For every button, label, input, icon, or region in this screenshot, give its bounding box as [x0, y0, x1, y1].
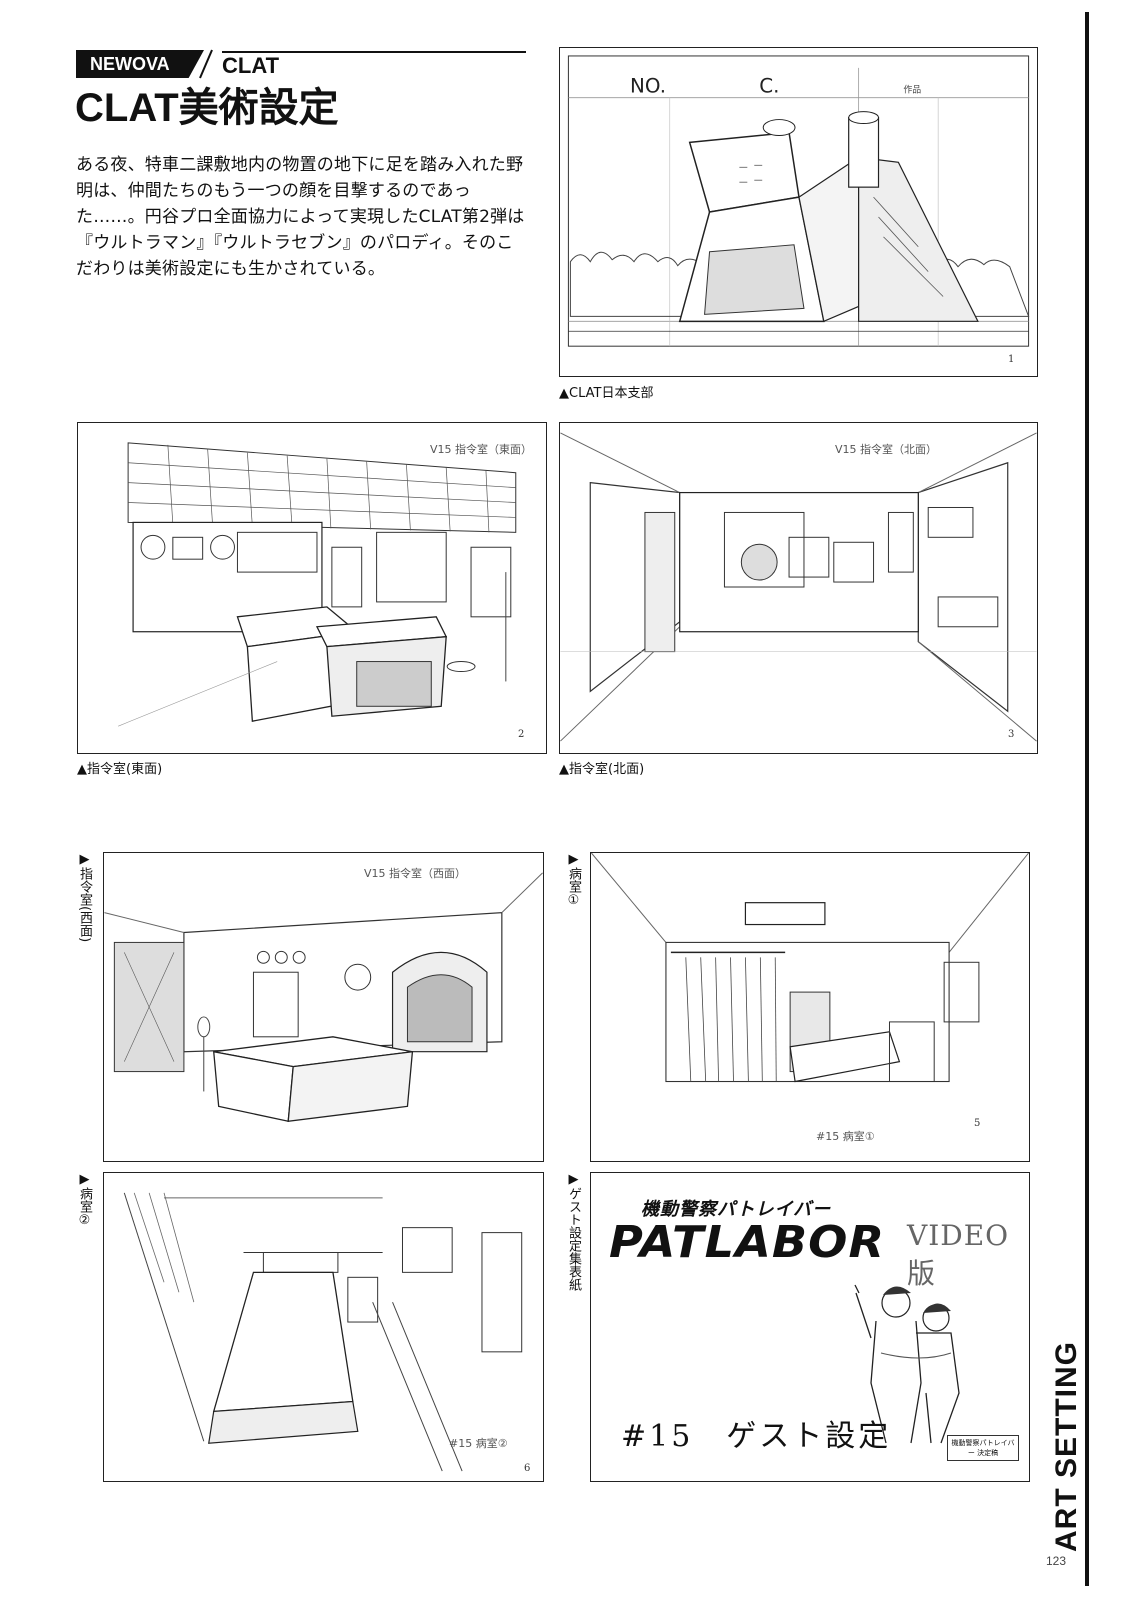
figure-command-east: V15 指令室（東面） 2 [77, 422, 547, 754]
series-subtag: CLAT [222, 53, 280, 78]
caption-clat-hq: ▲CLAT日本支部 [559, 386, 654, 401]
caption-command-west: ▶指令室(西面) [77, 852, 92, 943]
sickroom-2-sketch [123, 1192, 523, 1472]
intro-text: ある夜、特車二課敷地内の物置の地下に足を踏み入れた野明は、仲間たちのもう一つの顔… [76, 155, 525, 279]
page-title: CLAT美術設定 [75, 86, 339, 130]
caption-sickroom-1: ▶病室① [566, 852, 581, 908]
building-sketch: NO. C. 作品 [567, 55, 1030, 347]
figure-clat-hq: NO. C. 作品 1 [559, 47, 1038, 377]
sheet-no: NO. [630, 75, 666, 98]
sketch-note: #15 病室① [816, 1130, 875, 1143]
sketch-note: V15 指令室（東面） [430, 443, 533, 456]
page-number: 123 [1046, 1554, 1067, 1568]
caption-command-east: ▲指令室(東面) [77, 762, 163, 777]
cover-jp-title: 機動警察パトレイバー [641, 1199, 832, 1220]
sketch-note: #15 病室② [449, 1437, 508, 1450]
caption-sickroom-2: ▶病室② [77, 1172, 92, 1228]
figure-command-west: V15 指令室（西面） [103, 852, 544, 1162]
command-north-sketch [560, 432, 1037, 742]
figure-guest-cover: 機動警察パトレイバー PATLABOR VIDEO版 #15 ゲスト設定 機動警… [590, 1172, 1030, 1482]
cover-stamp: 機動警察パトレイバー 決定稿 [947, 1435, 1019, 1461]
figure-number: 1 [1008, 354, 1015, 365]
caption-command-north: ▲指令室(北面) [559, 762, 645, 777]
cover-characters-illustration [854, 1284, 960, 1444]
header-rule [222, 51, 526, 53]
cover-logo: PATLABOR [609, 1217, 886, 1268]
sketch-note: V15 指令室（北面） [835, 443, 938, 456]
section-side-label: ART SETTING [1050, 1341, 1083, 1552]
command-east-sketch [118, 442, 517, 727]
tag-slash-divider [199, 49, 213, 79]
figure-number: 5 [974, 1118, 981, 1129]
sheet-c: C. [759, 75, 779, 98]
series-tag: NEWOVA [76, 50, 204, 78]
figure-number: 3 [1008, 729, 1015, 740]
figure-sickroom-1: #15 病室① 5 [590, 852, 1030, 1162]
figure-number: 6 [524, 1463, 531, 1474]
sheet-label: 作品 [903, 84, 921, 96]
figure-sickroom-2: #15 病室② 6 [103, 1172, 544, 1482]
sickroom-1-sketch [591, 853, 1029, 1083]
sketch-note: V15 指令室（西面） [364, 867, 467, 880]
cover-bottom-title: #15 ゲスト設定 [621, 1419, 892, 1454]
figure-number: 2 [518, 729, 525, 740]
cover-version: VIDEO版 [907, 1219, 1010, 1290]
side-rule [1085, 12, 1089, 1586]
command-west-sketch [104, 872, 543, 1123]
caption-guest-cover: ▶ゲスト設定集表紙 [566, 1172, 581, 1291]
figure-command-north: V15 指令室（北面） 3 [559, 422, 1038, 754]
